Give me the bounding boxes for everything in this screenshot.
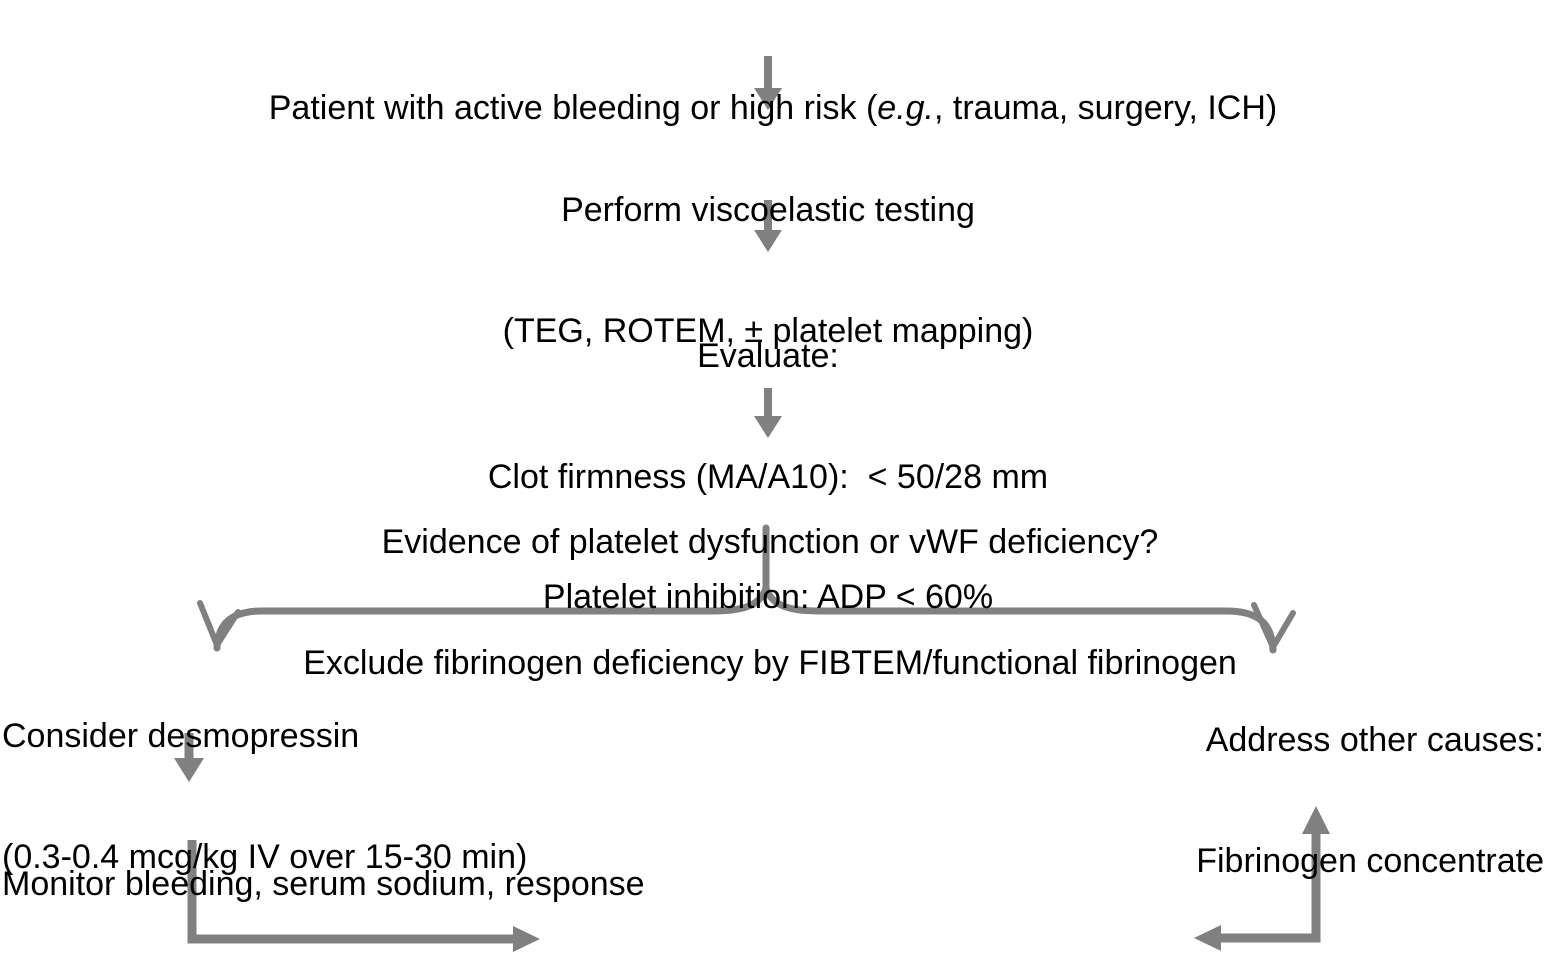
node-patient-line1: Patient with active bleeding or high ris… [268,89,1278,128]
node-consider-desmopressin: Consider desmopressin (0.3-0.4 mcg/kg IV… [2,636,622,957]
node-monitor-line1: Monitor bleeding, serum sodium, response [2,865,645,904]
node-perform-line2: (TEG, ROTEM, ± platelet mapping) [502,311,1034,350]
node-desmopressin-line2: (0.3-0.4 mcg/kg IV over 15-30 min) [2,837,528,876]
node-monitor-bleeding: Monitor bleeding, serum sodium, response [2,784,702,967]
node-evidence-line1: Evidence of platelet dysfunction or vWF … [381,523,1159,562]
node-address-other-causes: Address other causes: Fibrinogen concent… [1046,640,1544,967]
node-evaluate-line2: Clot firmness (MA/A10): < 50/28 mm [487,457,1049,496]
node-address-line3: Coagulation factors [1046,961,1544,967]
node-patient-eg: e.g. [877,89,934,128]
node-desmopressin-line1: Consider desmopressin [2,717,360,756]
node-evaluate-line3: Platelet inhibition: ADP < 60% [542,577,994,616]
node-evidence-question: Evidence of platelet dysfunction or vWF … [180,442,1360,763]
node-address-line1: Address other causes: [1205,721,1544,760]
node-patient: Patient with active bleeding or high ris… [0,8,1546,209]
node-address-line2: Fibrinogen concentrate [1196,841,1544,880]
node-evidence-line2: Exclude fibrinogen deficiency by FIBTEM/… [303,643,1237,682]
node-evaluate-line1: Evaluate: [697,337,839,376]
node-perform-line1: Perform viscoelastic testing [561,191,975,230]
node-evaluate: Evaluate: Clot firmness (MA/A10): < 50/2… [353,256,1183,697]
node-reassess-status: Reassess clinical and haemostatic status [556,912,1196,967]
node-perform-viscoelastic-testing: Perform viscoelastic testing (TEG, ROTEM… [353,110,1183,431]
